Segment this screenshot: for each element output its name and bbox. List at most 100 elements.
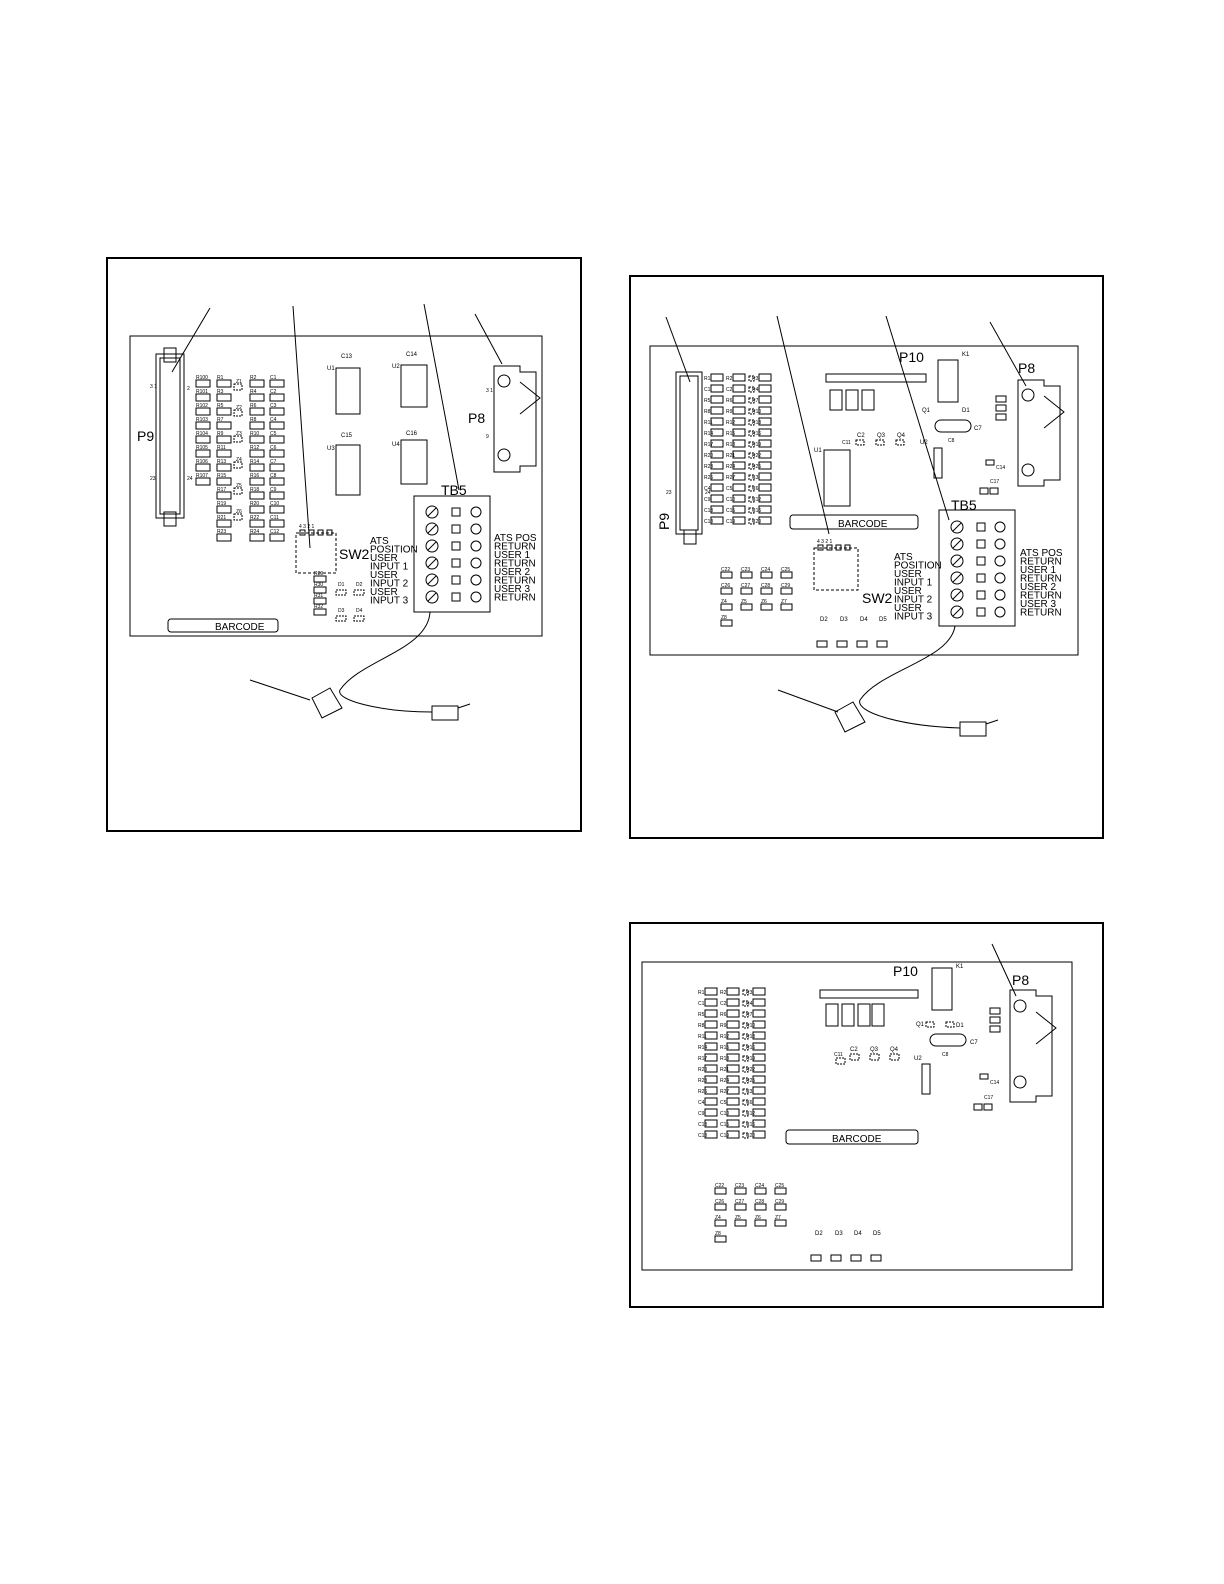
smd-part — [734, 1203, 747, 1211]
zener-part — [742, 1033, 749, 1040]
smd-part — [704, 1064, 718, 1073]
transistor-part — [895, 439, 905, 446]
smd-part — [216, 379, 232, 388]
smd-part-label: C3 — [270, 403, 277, 409]
terminal-screw-slot — [952, 539, 962, 549]
smd-part-label: R8 — [698, 1023, 705, 1029]
zener-part — [742, 1121, 749, 1128]
terminal-screw — [950, 554, 964, 568]
terminal-hole — [470, 540, 482, 552]
smd-part-label: R20 — [250, 501, 259, 507]
barcode-label-b: BARCODE — [838, 519, 888, 530]
switch-pin — [826, 544, 833, 551]
smd-part — [726, 1053, 740, 1062]
smd-part-label: R27 — [726, 475, 735, 481]
terminal-clamp — [451, 507, 461, 517]
smd-part-label: C15 — [720, 1122, 729, 1128]
smd-part-label: R11 — [698, 1034, 707, 1040]
terminal-screw — [425, 556, 439, 570]
smd-part-label: R1 — [698, 990, 705, 996]
regulator-part — [921, 1063, 931, 1095]
smd-part-label: C9 — [698, 1111, 705, 1117]
smd-part-label: C2 — [270, 389, 277, 395]
d3-label: D3 — [338, 608, 345, 614]
smd-part-label: R106 — [196, 459, 208, 465]
smd-part-label: C2 — [720, 1001, 727, 1007]
zener-part — [742, 1011, 749, 1018]
power-resistor — [829, 389, 843, 411]
smd-part-label: R1 — [217, 375, 224, 381]
smd-part — [704, 1042, 718, 1051]
d2-label-c: D2 — [815, 1231, 823, 1237]
smd-part-label: R6 — [250, 403, 257, 409]
smd-part — [758, 494, 772, 503]
terminal-hole — [470, 574, 482, 586]
smd-part — [269, 393, 285, 402]
sw2-input-label: USER — [894, 603, 922, 614]
smd-part-label: C24 — [761, 567, 770, 573]
smd-part-label: C1 — [270, 375, 277, 381]
smd-part — [752, 1075, 766, 1084]
d3-label-c: D3 — [835, 1231, 843, 1237]
tb5-terminal-label: RETURN — [494, 593, 536, 604]
smd-part-label: R5 — [217, 403, 224, 409]
smd-part — [732, 395, 746, 404]
transistor-part — [925, 1021, 935, 1028]
smd-part-label: C6 — [746, 1100, 753, 1106]
smd-part-label: C20 — [746, 1133, 755, 1139]
u4-label: U4 — [392, 442, 400, 448]
smd-part — [313, 575, 327, 583]
u3-label: U3 — [327, 446, 335, 452]
smd-part-label: R23 — [217, 529, 226, 535]
diode-part — [876, 640, 888, 648]
sw2-label-b: SW2 — [862, 590, 893, 606]
smd-part — [985, 459, 995, 466]
u2-label-b: U2 — [920, 440, 928, 446]
smd-part-label: R14 — [250, 459, 259, 465]
smd-part — [710, 384, 724, 393]
smd-part-label: C8 — [270, 473, 277, 479]
sw2-label: SW2 — [339, 546, 370, 562]
smd-part-label: C9 — [704, 497, 711, 503]
zener-part — [233, 461, 243, 469]
smd-part — [704, 1020, 718, 1029]
zener-part — [748, 397, 755, 404]
smd-part-label: R8 — [250, 417, 257, 423]
panel-b-board — [649, 315, 1079, 737]
k1-label-b: K1 — [962, 352, 970, 358]
zener-part — [742, 1099, 749, 1106]
smd-part — [752, 1064, 766, 1073]
smd-part — [732, 505, 746, 514]
smd-part — [754, 1219, 767, 1227]
tb5-terminal-label: USER 2 — [494, 567, 531, 578]
smd-part — [269, 519, 285, 528]
smd-part-label: C22 — [721, 567, 730, 573]
zener-part-label: Z2 — [236, 405, 242, 411]
smd-part — [754, 1187, 767, 1195]
sw2-input-label: USER — [370, 570, 398, 581]
smd-part — [732, 494, 746, 503]
smd-part-label: C29 — [775, 1199, 784, 1205]
diode-part — [353, 589, 365, 596]
smd-part-label: R10 — [746, 1023, 755, 1029]
smd-part-label: C18 — [698, 1133, 707, 1139]
smd-part-label: R7 — [217, 417, 224, 423]
smd-part-label: R31 — [314, 593, 323, 599]
tb5-label: TB5 — [441, 482, 467, 498]
p8-pin-9: 9 — [486, 434, 489, 440]
panel-a-frame — [106, 257, 582, 832]
smd-part — [710, 428, 724, 437]
smd-part — [740, 571, 753, 579]
smd-part-label: R3 — [217, 389, 224, 395]
zener-part — [742, 1066, 749, 1073]
terminal-hole — [470, 523, 482, 535]
zener-part — [748, 408, 755, 415]
terminal-clamp — [451, 575, 461, 585]
smd-part-label: C4 — [704, 486, 711, 492]
barcode-label-c: BARCODE — [832, 1134, 882, 1145]
terminal-screw-slot — [952, 573, 962, 583]
terminal-clamp — [976, 522, 986, 532]
terminal-screw — [425, 573, 439, 587]
